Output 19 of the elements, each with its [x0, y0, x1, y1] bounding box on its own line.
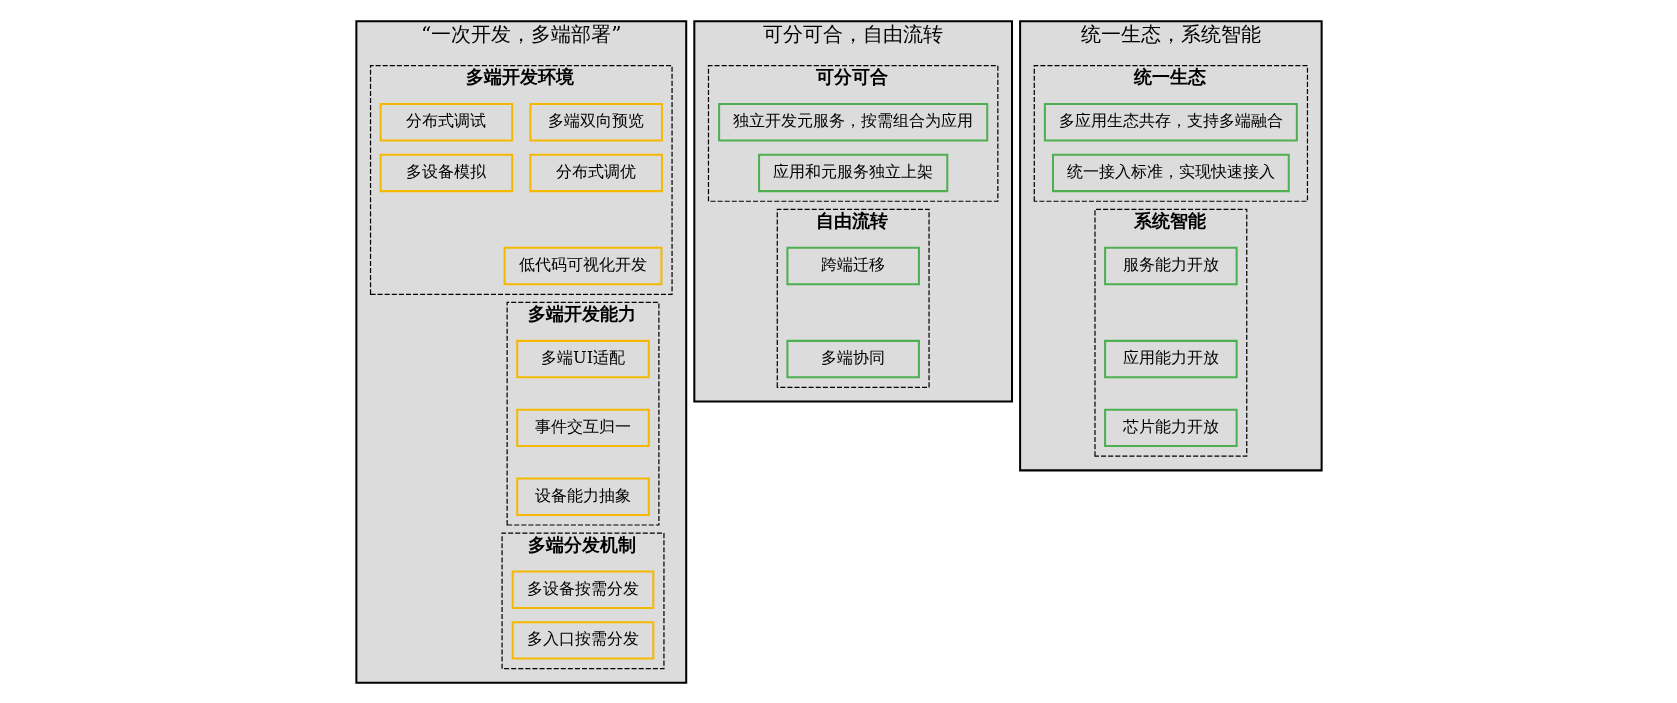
node-box: 多应用生态共存，支持多端融合: [1043, 102, 1298, 142]
node-box: 设备能力抽象: [515, 476, 650, 516]
node-box: 多入口按需分发: [511, 620, 654, 660]
node-box: 多设备按需分发: [511, 570, 654, 609]
node-box: 多端协同: [785, 339, 920, 378]
node-box: 多端双向预览: [528, 102, 663, 142]
node-box: 跨端迁移: [785, 246, 920, 285]
node-box: 事件交互归一: [515, 408, 650, 447]
node-box: 分布式调优: [528, 153, 663, 192]
node-box: 芯片能力开放: [1103, 408, 1238, 447]
node-box: 多设备模拟: [379, 153, 513, 192]
node-box: 多端UI适配: [515, 339, 650, 378]
node-box: 应用和元服务独立上架: [757, 153, 948, 192]
node-box: 服务能力开放: [1103, 246, 1238, 285]
node-box: 低代码可视化开发: [503, 246, 662, 285]
node-box: 统一接入标准，实现快速接入: [1051, 153, 1290, 192]
node-box: 独立开发元服务，按需组合为应用: [717, 102, 988, 142]
node-box: 应用能力开放: [1103, 339, 1238, 378]
node-box: 分布式调试: [379, 102, 513, 142]
